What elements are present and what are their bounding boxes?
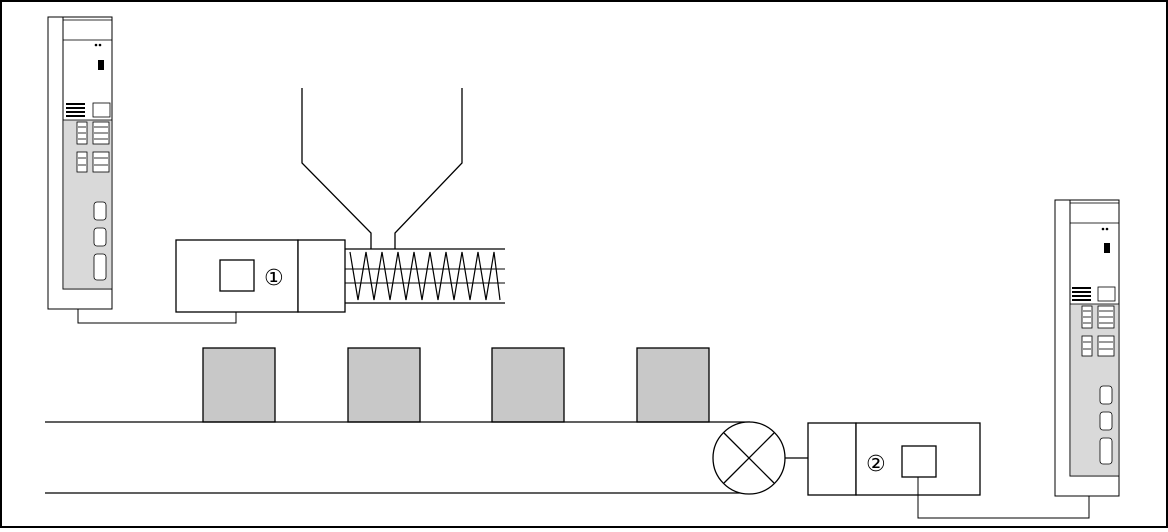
product-box-1 xyxy=(202,347,276,423)
servo-drive-right xyxy=(1054,199,1120,497)
encoder-1-icon xyxy=(219,259,255,292)
cable-right xyxy=(917,477,1090,519)
encoder-2-icon xyxy=(901,445,937,478)
motor-2: ② xyxy=(807,422,981,496)
product-box-3 xyxy=(491,347,565,423)
motor-1: ① xyxy=(175,239,346,313)
product-box-4 xyxy=(636,347,710,423)
hopper-icon xyxy=(301,88,463,249)
servo-drive-left xyxy=(47,16,113,310)
conveyor-roller-icon xyxy=(712,421,786,495)
conveyor-belt xyxy=(45,421,750,494)
motor-1-label: ① xyxy=(264,266,284,291)
motor-2-label: ② xyxy=(866,452,886,477)
product-box-2 xyxy=(347,347,421,423)
screw-feeder-icon xyxy=(345,248,505,304)
